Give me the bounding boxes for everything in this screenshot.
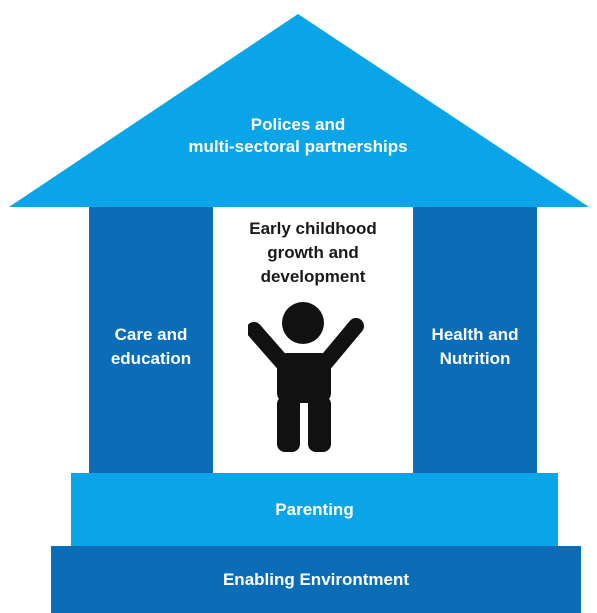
roof-label-line2: multi-sectoral partnerships [188, 137, 408, 156]
pillar-left-line2: education [110, 349, 192, 368]
pillar-right-line2: Nutrition [439, 349, 511, 368]
center-title-line2: growth and [267, 243, 359, 262]
pillar-care-education-label: Care and education [89, 323, 213, 371]
pillar-health-nutrition: Health and Nutrition [413, 207, 537, 473]
roof [9, 14, 589, 207]
center-title: Early childhood growth and development [213, 217, 413, 289]
pillar-health-nutrition-label: Health and Nutrition [413, 323, 537, 371]
step-enabling-environment: Enabling Environtment [51, 546, 581, 613]
step-parenting: Parenting [71, 473, 558, 546]
pillar-left-line1: Care and [114, 325, 188, 344]
child-icon [248, 302, 364, 452]
pillar-right-line1: Health and [431, 325, 519, 344]
pillar-care-education: Care and education [89, 207, 213, 473]
center-title-line1: Early childhood [249, 219, 377, 238]
roof-label: Polices and multi-sectoral partnerships [98, 114, 498, 158]
center-title-line3: development [260, 267, 366, 286]
roof-label-line1: Polices and [250, 115, 346, 134]
